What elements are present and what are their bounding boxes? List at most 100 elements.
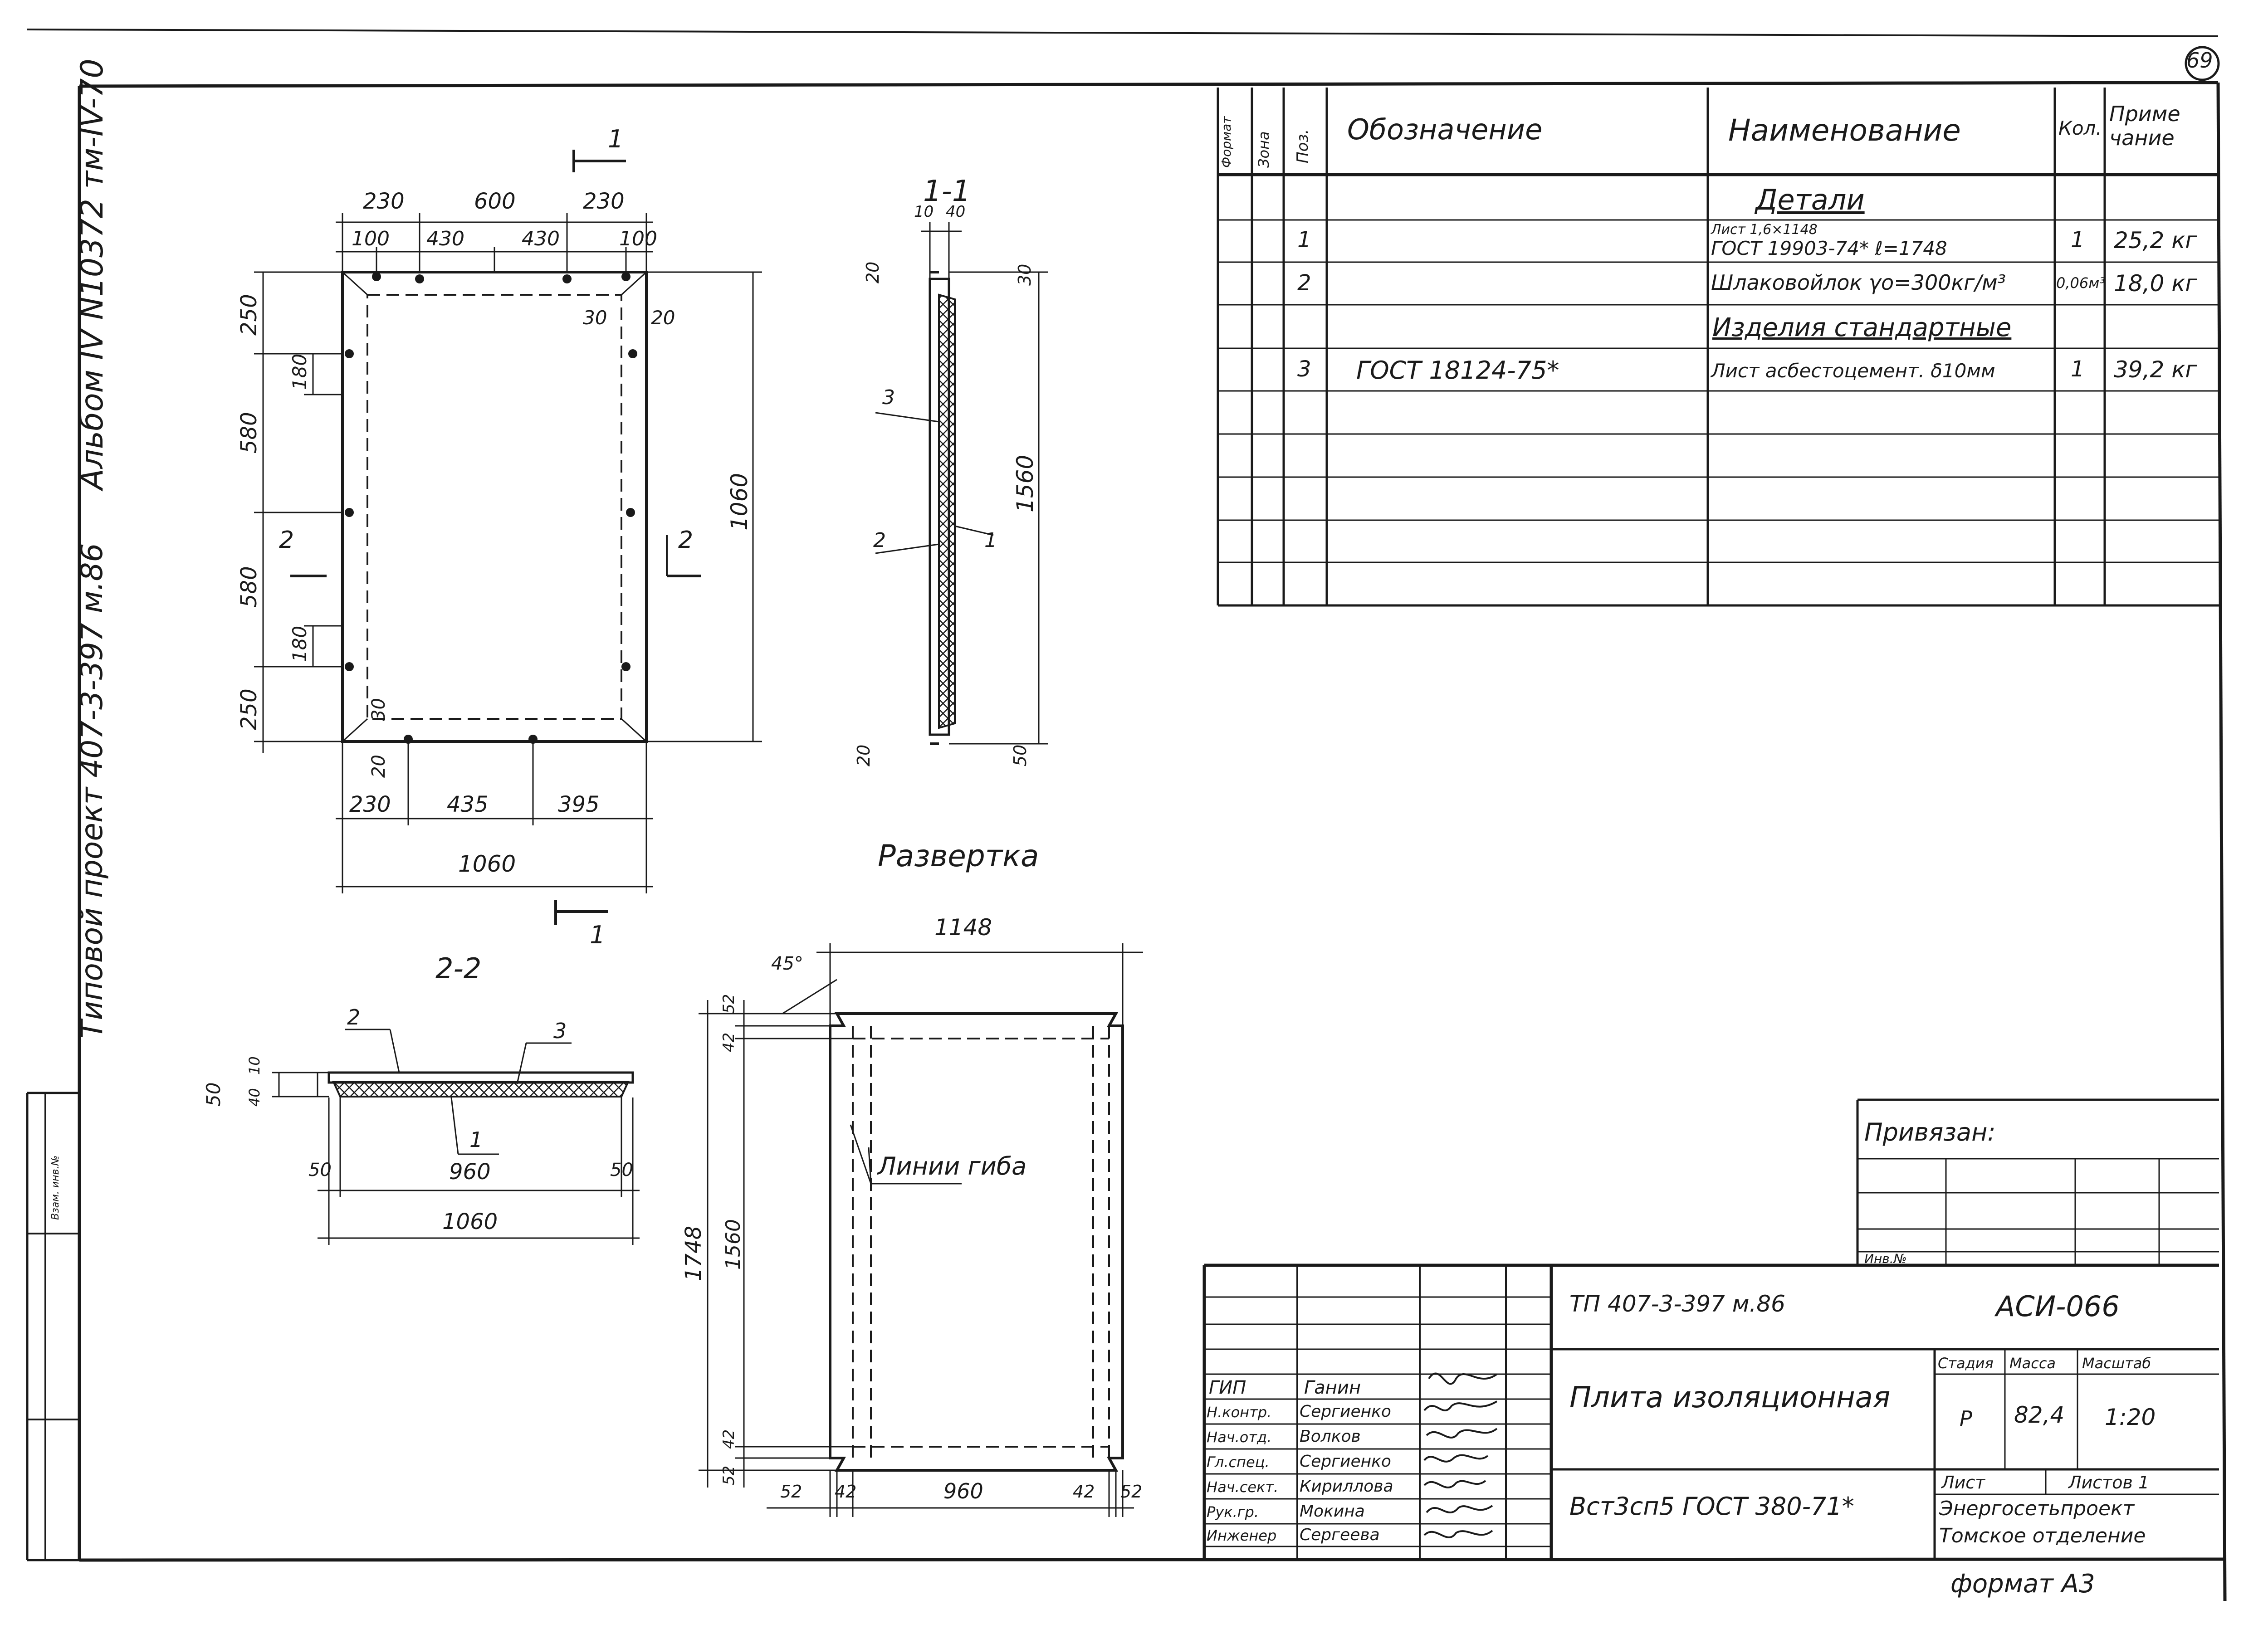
spec-row-note: 18,0 кг xyxy=(2114,270,2197,297)
dim-label: 395 xyxy=(558,792,600,817)
cut-mark: 2 xyxy=(678,527,694,554)
leader-label: 3 xyxy=(882,386,895,409)
dim-label: 430 xyxy=(522,227,560,250)
role: Рук.гр. xyxy=(1207,1503,1259,1521)
spec-row-pos: 2 xyxy=(1297,270,1311,296)
cut-mark: 1 xyxy=(608,125,624,153)
dim-label: 430 xyxy=(426,227,464,250)
name: Ганин xyxy=(1304,1377,1361,1398)
leader-label: 2 xyxy=(347,1005,361,1029)
role: Нач.сект. xyxy=(1207,1478,1279,1496)
dim-label: 50 xyxy=(610,1160,633,1180)
development-title: Развертка xyxy=(878,839,1039,873)
scale-label: Масштаб xyxy=(2082,1355,2151,1372)
dim-label: 52 xyxy=(1120,1482,1143,1502)
dim-label: 1148 xyxy=(934,914,992,941)
leader-label: 2 xyxy=(873,529,886,552)
spec-row-name: Лист 1,6×1148 xyxy=(1711,222,1818,238)
name: Кириллова xyxy=(1300,1477,1393,1496)
angle-label: 45° xyxy=(771,953,803,974)
dim-label: 960 xyxy=(449,1159,491,1185)
spec-row-qty: 0,06м³ xyxy=(2056,274,2106,292)
spec-header-note: Приме чание xyxy=(2109,102,2180,150)
dim-label: 1060 xyxy=(458,851,516,877)
spec-header-name: Наименование xyxy=(1728,113,1961,148)
binding-box-grid xyxy=(1856,1098,2219,1265)
dim-label: 1060 xyxy=(442,1209,498,1234)
dim-label: 100 xyxy=(619,227,657,250)
dim-label: 40 xyxy=(946,203,966,221)
scale-value: 1:20 xyxy=(2105,1404,2156,1430)
development-view xyxy=(699,943,1143,1517)
dim-label: 42 xyxy=(1073,1482,1095,1502)
spec-row-qty: 1 xyxy=(2071,227,2085,253)
dim-label: 42 xyxy=(835,1482,857,1502)
stage-value: Р xyxy=(1960,1406,1972,1431)
doc-code: ТП 407-3-397 м.86 xyxy=(1569,1291,1785,1317)
spec-row-note: 39,2 кг xyxy=(2114,356,2197,383)
cut-mark: 2 xyxy=(279,527,294,554)
spec-row-designation: ГОСТ 18124-75* xyxy=(1356,356,1559,385)
mass-label: Масса xyxy=(2009,1355,2056,1372)
format-label: формат А3 xyxy=(1950,1569,2095,1599)
leader-label: 1 xyxy=(984,529,997,552)
spec-table-grid xyxy=(1217,88,2219,607)
sheet-code: АСИ-066 xyxy=(1996,1290,2120,1323)
role: Гл.спец. xyxy=(1207,1454,1270,1471)
org-line1: Энергосетьпроект xyxy=(1939,1497,2135,1520)
doc-title: Плита изоляционная xyxy=(1569,1381,1891,1415)
dim-label: 435 xyxy=(447,792,489,817)
material-label: Вст3сп5 ГОСТ 380-71* xyxy=(1569,1492,1854,1521)
dim-label: 100 xyxy=(352,227,390,250)
section-2-2 xyxy=(272,1029,640,1245)
spec-header-designation: Обозначение xyxy=(1347,113,1543,146)
spec-row-pos: 3 xyxy=(1297,356,1311,382)
cut-mark: 1 xyxy=(590,921,606,949)
page-number: 69 xyxy=(2186,48,2213,73)
spec-section-standard: Изделия стандартные xyxy=(1712,313,2012,342)
role: ГИП xyxy=(1209,1377,1246,1398)
spec-row-pos: 1 xyxy=(1297,227,1311,253)
dim-label: 30 xyxy=(583,307,607,329)
stage-label: Стадия xyxy=(1938,1355,1994,1372)
dim-label: 230 xyxy=(349,792,391,817)
binding-inv-label: Инв.№ xyxy=(1864,1251,1907,1266)
org-line2: Томское отделение xyxy=(1939,1524,2146,1547)
dim-label: 230 xyxy=(583,189,625,214)
section-1-1 xyxy=(875,222,1048,745)
dim-label: 50 xyxy=(308,1160,332,1180)
spec-row-qty: 1 xyxy=(2071,356,2085,382)
name: Сергиенко xyxy=(1300,1452,1391,1471)
dim-label: 10 xyxy=(914,203,934,221)
outer-frame xyxy=(27,29,2227,1601)
mass-value: 82,4 xyxy=(2014,1402,2065,1428)
leader-label: 1 xyxy=(469,1127,483,1152)
name: Сергеева xyxy=(1300,1526,1380,1544)
title-block-grid xyxy=(1202,1263,2219,1560)
dim-label: 20 xyxy=(651,307,675,329)
sheets-label: Листов 1 xyxy=(2068,1473,2150,1493)
spec-row-name: Лист асбестоцемент. δ10мм xyxy=(1711,360,1995,382)
leader-label: 3 xyxy=(553,1019,567,1043)
role: Инженер xyxy=(1207,1527,1277,1544)
sheet-label: Лист xyxy=(1941,1473,1985,1493)
dim-label: 600 xyxy=(474,189,516,214)
bend-label: Линии гиба xyxy=(878,1152,1027,1180)
name: Сергиенко xyxy=(1300,1402,1391,1421)
name: Волков xyxy=(1300,1427,1361,1446)
role: Нач.отд. xyxy=(1207,1429,1272,1446)
name: Мокина xyxy=(1300,1502,1365,1521)
spec-section-details: Детали xyxy=(1755,183,1865,216)
dim-label: 230 xyxy=(363,189,405,214)
section-title: 1-1 xyxy=(923,175,971,208)
side-stamp-box xyxy=(26,1092,79,1560)
plan-view xyxy=(254,150,762,925)
dim-label: 960 xyxy=(943,1479,983,1503)
spec-row-name: Шлаковойлок γo=300кг/м³ xyxy=(1711,270,2006,295)
spec-header-qty: Кол. xyxy=(2058,117,2102,139)
binding-label: Привязан: xyxy=(1864,1118,1996,1146)
dim-label: 52 xyxy=(780,1482,802,1502)
